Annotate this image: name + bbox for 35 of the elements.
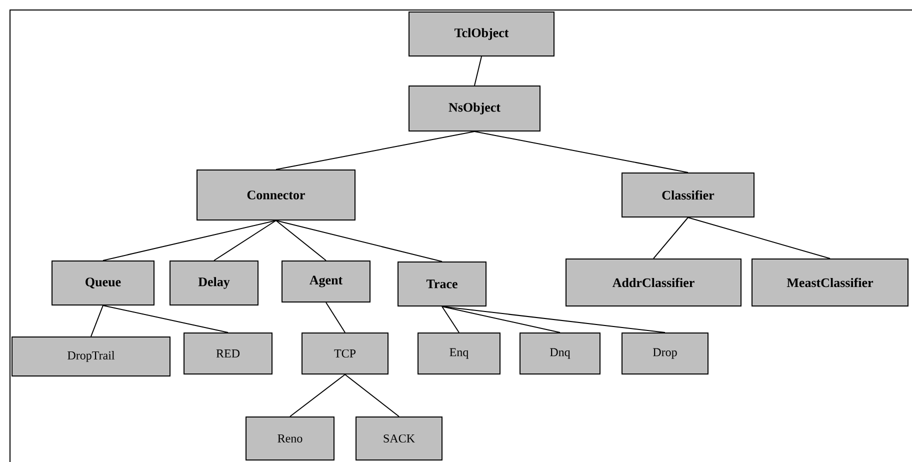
connector-line bbox=[102, 220, 276, 261]
connector-line bbox=[90, 305, 104, 337]
class-box: DropTrail bbox=[12, 336, 170, 376]
connector-line bbox=[276, 220, 442, 262]
class-box: Enq bbox=[418, 332, 500, 374]
class-box: TclObject bbox=[408, 12, 554, 56]
class-box: Reno bbox=[246, 416, 334, 460]
class-box: Trace bbox=[398, 262, 486, 306]
class-box: NsObject bbox=[408, 86, 540, 132]
connector-line bbox=[214, 220, 276, 261]
connector-line bbox=[474, 131, 688, 173]
connector-line bbox=[442, 306, 560, 333]
class-box: Connector bbox=[196, 170, 356, 220]
connector-line bbox=[276, 131, 475, 170]
connector-line bbox=[653, 217, 688, 259]
connector-line bbox=[102, 305, 228, 333]
connector-line bbox=[276, 220, 326, 261]
class-box: Queue bbox=[52, 260, 154, 306]
connector-line bbox=[326, 302, 346, 333]
class-box: Agent bbox=[282, 260, 370, 302]
class-box: Dnq bbox=[520, 332, 600, 374]
class-box: Drop bbox=[622, 332, 708, 374]
class-box: TCP bbox=[302, 332, 388, 374]
class-box: AddrClassifier bbox=[566, 258, 742, 306]
class-box: Delay bbox=[170, 260, 258, 306]
connector-line bbox=[688, 217, 830, 259]
connector-line bbox=[344, 374, 400, 417]
connector-line bbox=[442, 306, 460, 333]
class-box: MeastClassifier bbox=[752, 258, 908, 306]
connector-line bbox=[474, 56, 482, 86]
class-box: RED bbox=[184, 332, 272, 374]
class-box: Classifier bbox=[622, 172, 754, 218]
class-box: SACK bbox=[356, 416, 442, 460]
connector-line bbox=[442, 306, 666, 333]
connector-line bbox=[290, 374, 346, 417]
